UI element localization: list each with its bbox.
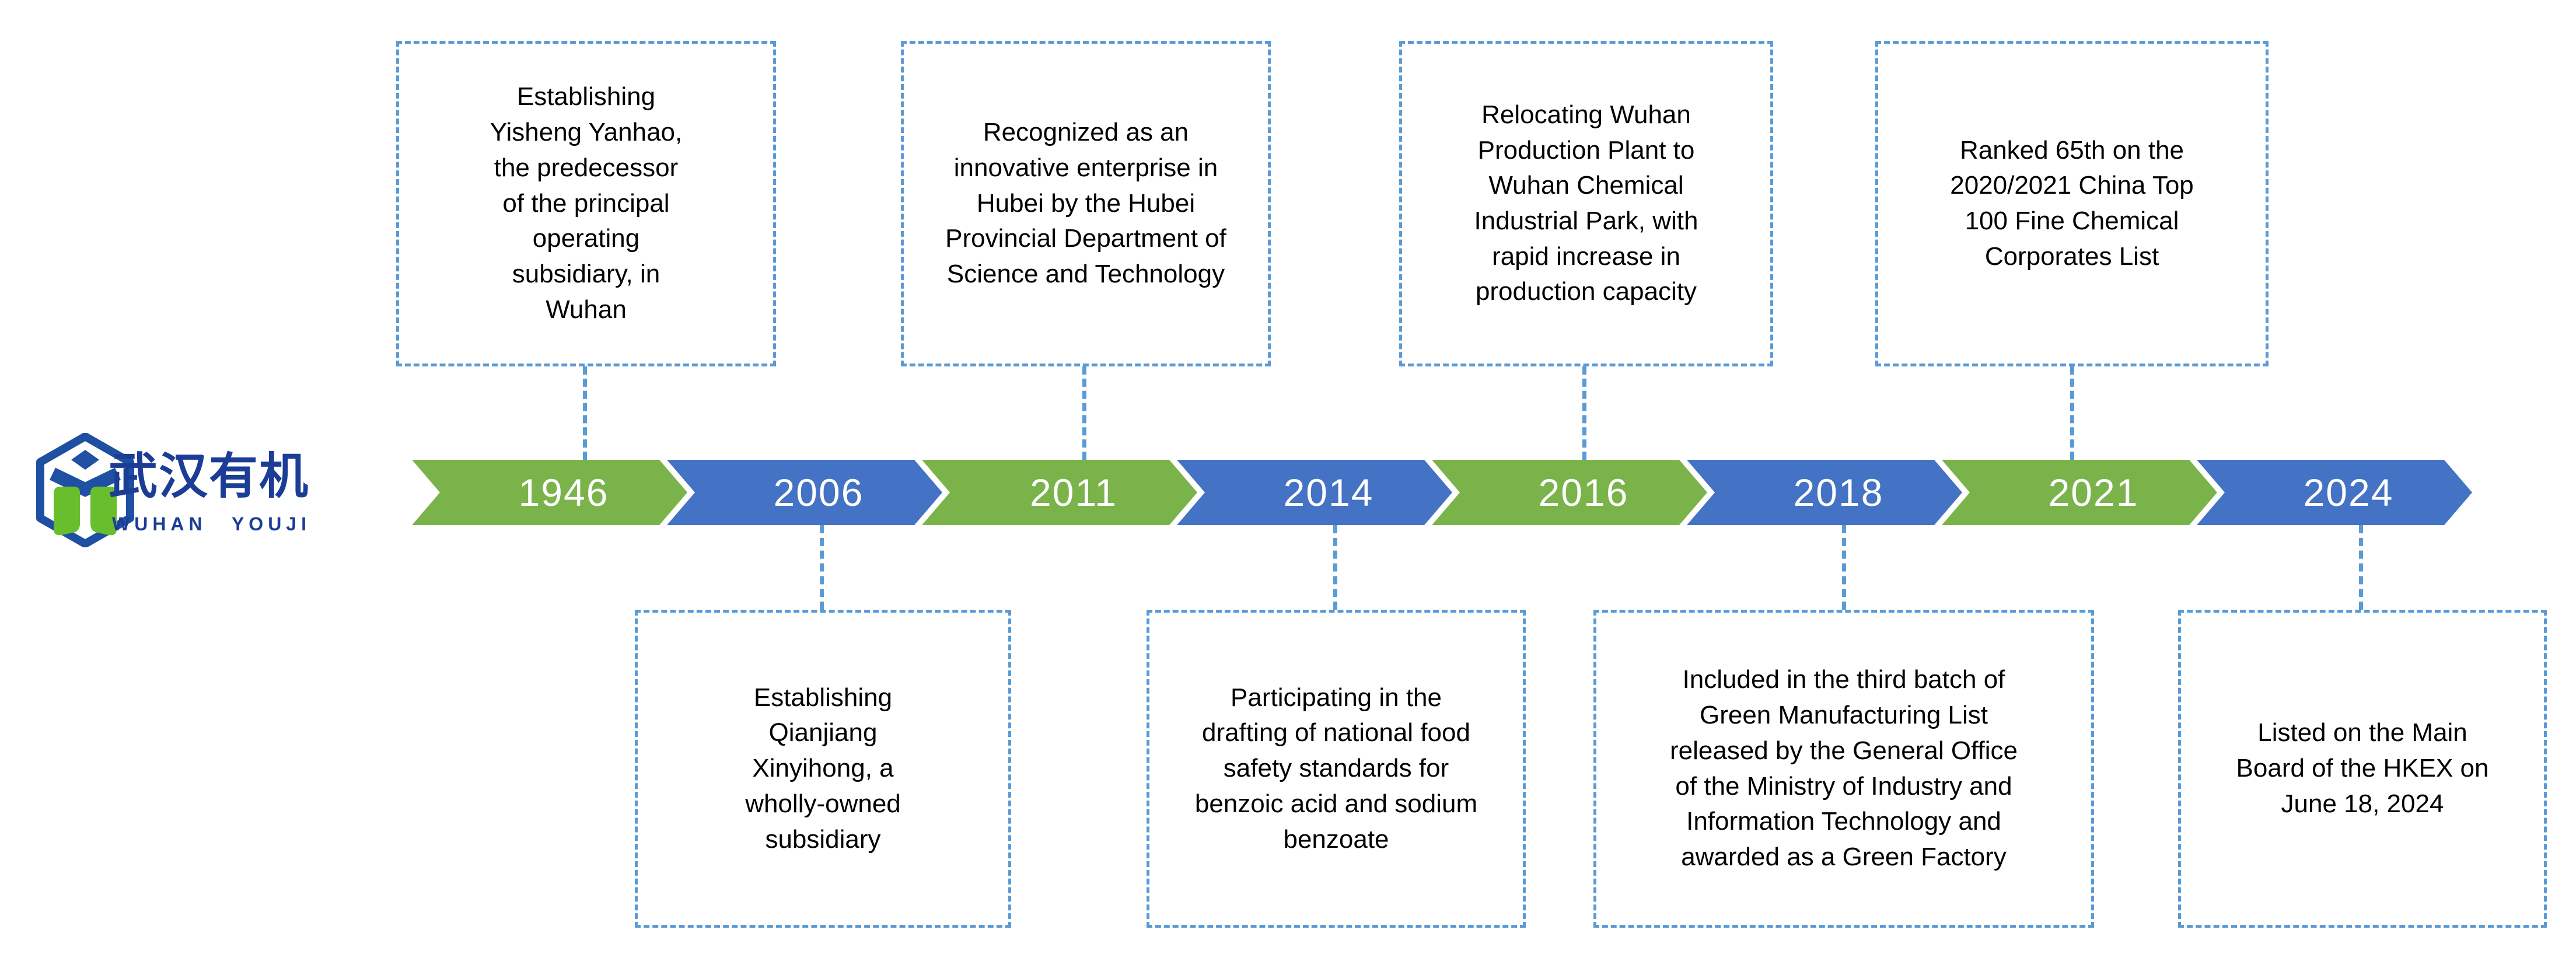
timeline-segment-2021: 2021 [1942,460,2217,525]
connector-1946 [583,366,587,460]
connector-2024 [2359,525,2363,610]
event-text-2011: Recognized as an innovative enterprise i… [945,118,1226,289]
event-box-2011: Recognized as an innovative enterprise i… [901,41,1271,366]
event-box-2021: Ranked 65th on the 2020/2021 China Top 1… [1875,41,2269,366]
year-label-2021: 2021 [2048,471,2139,514]
timeline-segment-2006: 2006 [667,460,942,525]
timeline-segment-2016: 2016 [1432,460,1707,525]
event-text-2014: Participating in the drafting of nationa… [1194,683,1478,854]
year-label-1946: 1946 [518,471,609,514]
event-box-2024: Listed on the Main Board of the HKEX on … [2178,610,2547,928]
logo-mark-icon [36,433,134,547]
connector-2011 [1082,366,1086,460]
timeline-segment-2011: 2011 [922,460,1197,525]
connector-2014 [1333,525,1337,610]
year-label-2018: 2018 [1793,471,1884,514]
year-label-2011: 2011 [1030,471,1117,514]
event-text-2016: Relocating Wuhan Production Plant to Wuh… [1474,100,1698,306]
event-box-2014: Participating in the drafting of nationa… [1147,610,1526,928]
company-name-english: WUHAN YOUJI [112,513,311,534]
event-text-2024: Listed on the Main Board of the HKEX on … [2236,718,2489,818]
timeline-segment-2024: 2024 [2197,460,2472,525]
timeline-segment-2014: 2014 [1177,460,1452,525]
event-box-2006: Establishing Qianjiang Xinyihong, a whol… [635,610,1011,928]
timeline-segment-1946: 1946 [412,460,687,525]
connector-2018 [1842,525,1846,610]
event-text-2018: Included in the third batch of Green Man… [1670,665,2018,871]
event-text-2021: Ranked 65th on the 2020/2021 China Top 1… [1950,135,2194,271]
event-text-1946: Establishing Yisheng Yanhao, the predece… [490,82,683,324]
connector-2006 [820,525,824,610]
event-box-2016: Relocating Wuhan Production Plant to Wuh… [1399,41,1773,366]
company-name-chinese: 武汉有机 [109,449,310,504]
event-box-1946: Establishing Yisheng Yanhao, the predece… [396,41,776,366]
company-logo: 武汉有机 WUHAN YOUJI [35,433,362,555]
year-label-2006: 2006 [773,471,864,514]
year-label-2024: 2024 [2303,471,2394,514]
event-box-2018: Included in the third batch of Green Man… [1593,610,2094,928]
connector-2021 [2070,366,2074,460]
year-label-2016: 2016 [1538,471,1629,514]
year-label-2014: 2014 [1283,471,1374,514]
timeline-segment-2018: 2018 [1687,460,1962,525]
event-text-2006: Establishing Qianjiang Xinyihong, a whol… [745,683,901,854]
connector-2016 [1582,366,1586,460]
